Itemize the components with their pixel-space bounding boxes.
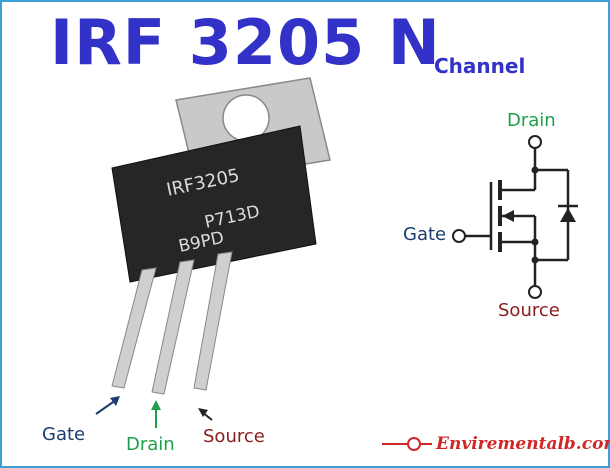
symbol-label-source: Source — [498, 300, 560, 321]
source-terminal — [528, 285, 542, 299]
diode-triangle — [560, 208, 576, 222]
source-arrowhead — [198, 408, 208, 417]
gate-terminal — [452, 229, 466, 243]
pin-label-gate: Gate — [42, 424, 86, 445]
title-suffix: Channel — [434, 54, 526, 78]
symbol-label-drain: Drain — [507, 110, 556, 131]
gate-arrowhead — [110, 396, 120, 406]
watermark-text: Envirementalb.com — [436, 434, 610, 454]
source-lead — [193, 251, 233, 391]
pin-label-drain: Drain — [126, 434, 175, 455]
gate-arrow — [95, 399, 117, 415]
drain-arrowhead — [151, 400, 161, 410]
source-node — [531, 238, 539, 246]
drain-lead — [151, 259, 195, 395]
watermark-icon — [407, 437, 421, 451]
package-body — [111, 125, 317, 283]
symbol-label-gate: Gate — [403, 224, 447, 245]
body-arrow — [502, 210, 514, 222]
title: IRF 3205 N — [50, 6, 441, 79]
pin-label-source: Source — [203, 426, 265, 447]
gate-lead — [111, 267, 157, 389]
